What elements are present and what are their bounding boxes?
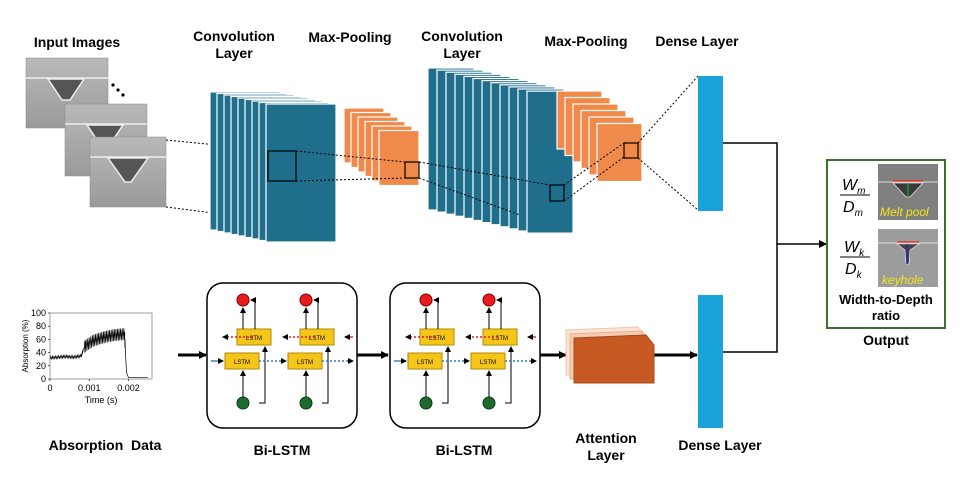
max-pooling-layer-1 bbox=[343, 107, 420, 187]
absorption-data-label: Absorption Data bbox=[48, 437, 162, 453]
dense-top-label: Dense Layer bbox=[655, 33, 739, 49]
conv1-label: Convolution Layer bbox=[193, 28, 275, 61]
max-pooling-layer-2 bbox=[556, 90, 643, 183]
lstm-cell-label: LSTM bbox=[417, 360, 433, 366]
bilstm-block-1: LSTM LSTM LSTM LSTM bbox=[206, 282, 358, 429]
x-tick-label: 0.002 bbox=[117, 383, 140, 393]
input-node bbox=[482, 396, 496, 410]
input-node bbox=[236, 396, 250, 410]
x-axis-label: Time (s) bbox=[85, 395, 118, 405]
chart-plot-area bbox=[49, 312, 153, 380]
y-tick-label: 60 bbox=[36, 334, 46, 344]
output-box: Wm Dm Wk Dk Melt pool keyhole bbox=[826, 159, 946, 329]
bilstm-frame bbox=[389, 282, 541, 429]
input-node bbox=[419, 396, 433, 410]
input-images-label: Input Images bbox=[33, 34, 121, 50]
x-tick-label: 0 bbox=[47, 383, 52, 393]
y-tick-label: 40 bbox=[36, 348, 46, 358]
ellipsis-dots bbox=[111, 83, 125, 97]
keyhole-caption: keyhole bbox=[882, 273, 924, 287]
convolution-layer-2 bbox=[427, 67, 574, 234]
filter-window bbox=[623, 142, 639, 159]
bilstm2-label: Bi-LSTM bbox=[435, 442, 493, 458]
lstm-cell-label: LSTM bbox=[492, 336, 508, 342]
link-line bbox=[322, 346, 331, 404]
lstm-cell-label: LSTM bbox=[234, 360, 250, 366]
attention-layer bbox=[565, 326, 655, 384]
bilstm1-label: Bi-LSTM bbox=[253, 442, 311, 458]
conv2-label: Convolution Layer bbox=[421, 28, 503, 61]
convolution-layer-1 bbox=[209, 91, 337, 243]
y-tick-label: 80 bbox=[36, 321, 46, 331]
input-image-3 bbox=[89, 136, 167, 208]
lstm-cell-label: LSTM bbox=[309, 336, 325, 342]
connector-line bbox=[637, 157, 699, 211]
link-line bbox=[505, 346, 514, 404]
y-tick-label: 0 bbox=[41, 374, 46, 384]
pool1-label: Max-Pooling bbox=[308, 29, 392, 45]
lstm-cell-label: LSTM bbox=[480, 360, 496, 366]
filter-window bbox=[267, 150, 297, 182]
pool-feature-map bbox=[596, 122, 643, 183]
keyhole-ratio-numerator: Wk bbox=[844, 239, 865, 259]
link-line bbox=[496, 297, 502, 329]
keyhole-ratio-denominator: Dk bbox=[845, 261, 863, 281]
filter-window bbox=[404, 161, 420, 179]
connector-line bbox=[563, 156, 625, 202]
connector-line bbox=[563, 142, 625, 186]
output-node bbox=[299, 293, 313, 307]
y-axis-label: Absorption (%) bbox=[21, 319, 30, 372]
link-line bbox=[250, 297, 256, 329]
lstm-cell-label: LSTM bbox=[429, 336, 445, 342]
y-tick-label: 20 bbox=[36, 361, 46, 371]
input-node bbox=[299, 396, 313, 410]
conv-feature-map bbox=[265, 103, 337, 243]
pool-feature-map bbox=[378, 129, 420, 187]
width-depth-ratio-label: Width-to-Depth ratio bbox=[839, 292, 933, 323]
output-node bbox=[236, 293, 250, 307]
link-line bbox=[259, 346, 268, 404]
connector-line bbox=[637, 75, 699, 144]
pool2-label: Max-Pooling bbox=[544, 33, 628, 49]
output-node bbox=[482, 293, 496, 307]
merge-connector bbox=[723, 142, 778, 353]
lstm-cell-backward bbox=[299, 328, 335, 346]
lstm-cell-label: LSTM bbox=[297, 360, 313, 366]
bilstm-frame bbox=[206, 282, 358, 429]
dense-layer-bottom bbox=[698, 295, 723, 428]
attention-layer-label: Attention Layer bbox=[575, 430, 637, 463]
output-node bbox=[419, 293, 433, 307]
dense-bottom-label: Dense Layer bbox=[678, 437, 762, 453]
melt-pool-caption: Melt pool bbox=[880, 205, 929, 219]
lstm-cell-backward bbox=[482, 328, 518, 346]
input-images-stack bbox=[25, 57, 167, 208]
lstm-cell-label: LSTM bbox=[246, 336, 262, 342]
link-line bbox=[313, 297, 319, 329]
melt-pool-ratio-denominator: Dm bbox=[843, 199, 863, 219]
link-line bbox=[442, 346, 451, 404]
absorption-series-line bbox=[49, 328, 149, 379]
link-line bbox=[433, 297, 439, 329]
x-tick-label: 0.001 bbox=[78, 383, 101, 393]
y-tick-label: 100 bbox=[31, 308, 46, 318]
bilstm-block-2: LSTM LSTM LSTM LSTM bbox=[389, 282, 541, 429]
filter-window bbox=[549, 184, 565, 202]
output-label: Output bbox=[863, 332, 909, 348]
melt-pool-ratio-numerator: Wm bbox=[842, 177, 865, 197]
connector-line bbox=[418, 177, 521, 216]
dense-layer-top bbox=[698, 76, 723, 211]
